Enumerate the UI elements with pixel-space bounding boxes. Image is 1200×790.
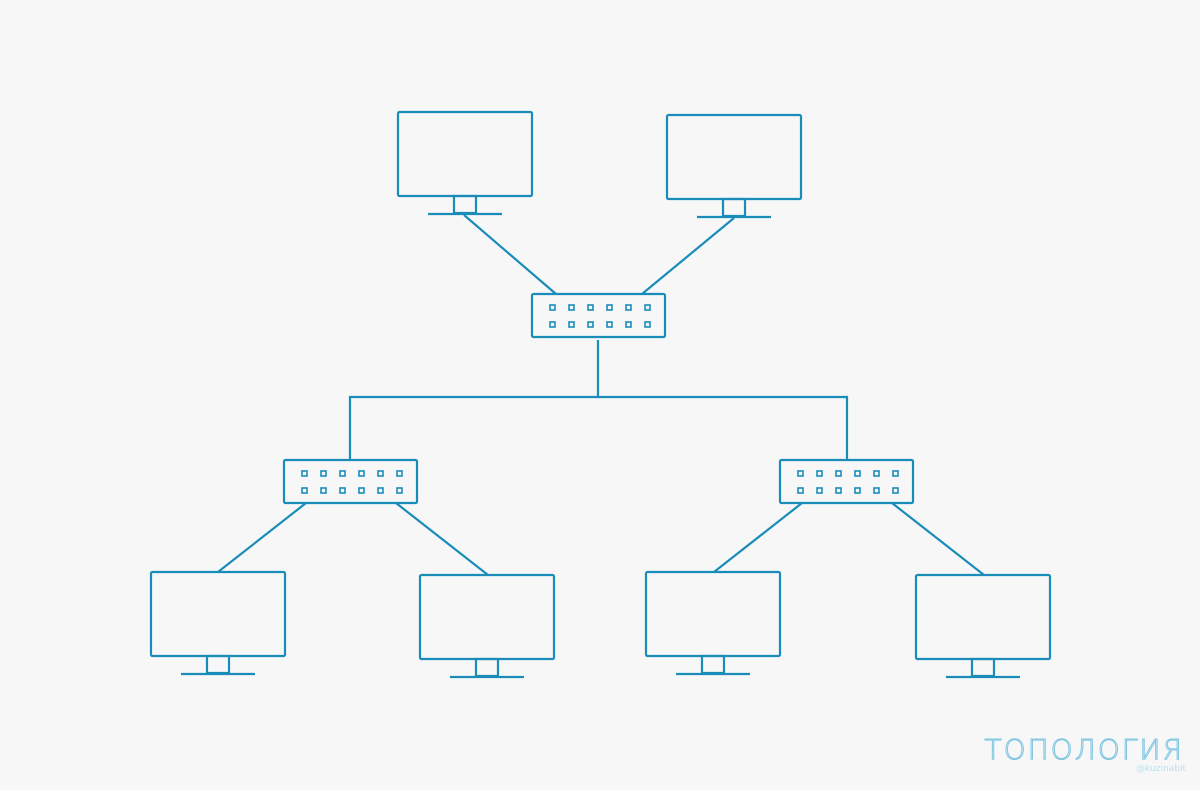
switch-port [587, 304, 594, 311]
switch-port [606, 304, 613, 311]
switch-port [301, 470, 308, 477]
switch-port [587, 321, 594, 328]
link-monitor-top-right-to-switch-center [641, 217, 735, 295]
switch-port [549, 304, 556, 311]
switch-port [892, 470, 899, 477]
network-nodes [149, 110, 1052, 679]
monitor-bottom-1 [149, 570, 287, 676]
switch-port [377, 470, 384, 477]
link-switch-right-to-monitor-bottom-4 [891, 502, 985, 576]
switch-port [816, 470, 823, 477]
link-switch-left-to-monitor-bottom-1 [217, 502, 307, 573]
switch-port [835, 470, 842, 477]
switch-port [320, 487, 327, 494]
monitor-stand [970, 657, 996, 678]
switch-port [396, 487, 403, 494]
monitor-screen [396, 110, 534, 198]
switch-center [530, 292, 667, 339]
switch-port [892, 487, 899, 494]
switch-port [339, 487, 346, 494]
switch-port [549, 321, 556, 328]
switch-port [358, 487, 365, 494]
link-monitor-top-left-to-switch-center [463, 214, 557, 295]
switch-port [854, 470, 861, 477]
monitor-screen [149, 570, 287, 658]
switch-left [282, 458, 419, 505]
switch-right [778, 458, 915, 505]
switch-port [606, 321, 613, 328]
switch-port [797, 470, 804, 477]
monitor-stand [474, 657, 500, 678]
switch-port [339, 470, 346, 477]
switch-port [625, 321, 632, 328]
switch-port [358, 470, 365, 477]
link-switch-left-to-monitor-bottom-2 [395, 502, 489, 576]
switch-port [568, 321, 575, 328]
switch-port [625, 304, 632, 311]
link-switch-right-to-monitor-bottom-3 [713, 502, 803, 573]
link-switch-center-to-switch-right [598, 395, 849, 460]
monitor-bottom-2 [418, 573, 556, 679]
monitor-bottom-4 [914, 573, 1052, 679]
monitor-stand [721, 197, 747, 218]
monitor-stand [205, 654, 231, 675]
watermark-handle: @kuzinabit [1136, 764, 1186, 774]
switch-port [320, 470, 327, 477]
switch-port [797, 487, 804, 494]
connection-lines [217, 214, 985, 576]
switch-port [377, 487, 384, 494]
monitor-screen [418, 573, 556, 661]
switch-port [816, 487, 823, 494]
switch-port [835, 487, 842, 494]
switch-body [778, 458, 915, 505]
switch-port [873, 487, 880, 494]
monitor-screen [644, 570, 782, 658]
switch-port [644, 321, 651, 328]
switch-port [873, 470, 880, 477]
switch-port [568, 304, 575, 311]
switch-port [301, 487, 308, 494]
monitor-top-right [665, 113, 803, 219]
monitor-screen [665, 113, 803, 201]
watermark-title: ТОПОЛОГИЯ [984, 733, 1184, 766]
link-switch-center-to-switch-left [348, 340, 600, 460]
monitor-stand [452, 194, 478, 215]
monitor-bottom-3 [644, 570, 782, 676]
switch-body [530, 292, 667, 339]
switch-port [644, 304, 651, 311]
switch-port [854, 487, 861, 494]
monitor-stand [700, 654, 726, 675]
monitor-top-left [396, 110, 534, 216]
monitor-screen [914, 573, 1052, 661]
switch-port [396, 470, 403, 477]
switch-body [282, 458, 419, 505]
